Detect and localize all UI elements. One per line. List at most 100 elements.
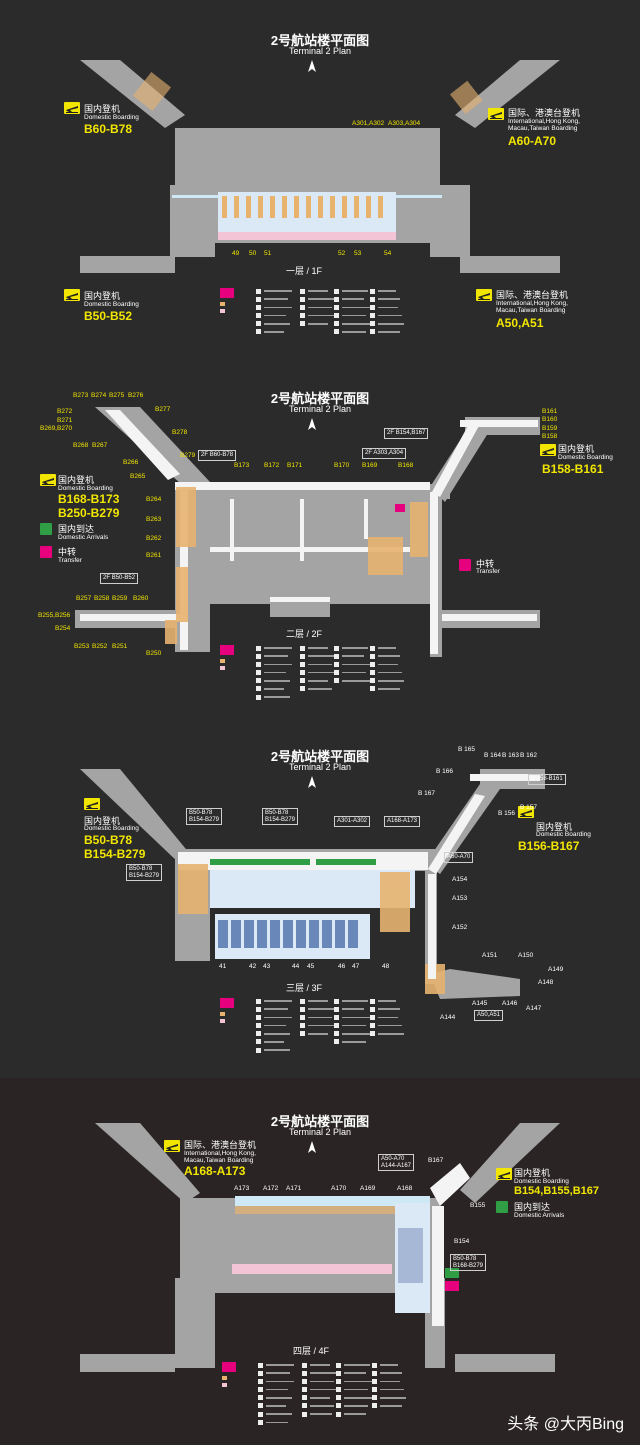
floor-3-map <box>80 769 545 999</box>
gate-label: 43 <box>263 963 271 970</box>
gate-label: 41 <box>219 963 227 970</box>
section-label-en: Domestic Boarding <box>58 485 113 492</box>
gate-label: A171 <box>286 1185 302 1192</box>
gate-label: B253 <box>74 643 90 650</box>
watermark: 头条 @大丙Bing <box>507 1416 624 1433</box>
page-subtitle: Terminal 2 Plan <box>288 404 352 414</box>
section-label: 国内到达 <box>58 524 95 534</box>
floor-2-panel: 2号航站楼平面图 Terminal 2 Plan B273 B274 B275 … <box>0 362 640 724</box>
gate-label: B160 <box>542 416 558 423</box>
gate-callout: A301-A302 <box>334 816 371 827</box>
gate-label: A151 <box>482 952 498 959</box>
map-legend <box>220 288 404 348</box>
gate-label: B158 <box>542 433 558 440</box>
gate-label: B173 <box>234 462 250 469</box>
section-label: 国际、港澳台登机 <box>184 1140 257 1150</box>
gate-label: B252 <box>92 643 108 650</box>
floor-2-map <box>75 407 540 657</box>
gate-callout: 2F B60-B78 <box>198 450 237 461</box>
gate-range: A168-A173 <box>184 1164 246 1178</box>
gate-callout: B 158-B161 <box>528 774 566 785</box>
gate-label: B254 <box>55 625 71 632</box>
gate-label: 47 <box>352 963 360 970</box>
floor-4-map <box>80 1123 560 1372</box>
gate-label: B264 <box>146 496 162 503</box>
gate-label: B 156 <box>498 810 515 817</box>
gate-label: B261 <box>146 552 162 559</box>
gate-label: B273 <box>73 392 89 399</box>
gate-label: B172 <box>264 462 280 469</box>
gate-label: B 167 <box>418 790 435 797</box>
transfer-icon <box>459 559 471 571</box>
gate-callout: B50-B78 B154-B279 <box>126 864 163 881</box>
gate-label: B159 <box>542 425 558 432</box>
floor-label: 三层 / 3F <box>285 983 322 993</box>
section-label: 国内登机 <box>84 104 121 114</box>
section-label-en: Domestic Arrivals <box>58 534 109 541</box>
arrivals-icon <box>40 523 52 535</box>
section-label: 国内登机 <box>514 1168 551 1178</box>
gate-range: B158-B161 <box>542 462 604 476</box>
gate-label: B 164 <box>484 752 501 759</box>
gate-label: 52 <box>338 250 346 257</box>
gate-label: A169 <box>360 1185 376 1192</box>
gate-label: A149 <box>548 966 564 973</box>
section-label-en: Domestic Boarding <box>514 1178 569 1185</box>
gate-label: A153 <box>452 895 468 902</box>
gate-label: A145 <box>472 1000 488 1007</box>
section-label: 国际、港澳台登机 <box>496 290 569 300</box>
gate-label: 50 <box>249 250 257 257</box>
gate-label: B168 <box>398 462 414 469</box>
gate-label: B262 <box>146 535 162 542</box>
gate-label: 45 <box>307 963 315 970</box>
gate-label: B265 <box>130 473 146 480</box>
gate-label: B 163 <box>502 752 519 759</box>
compass-icon <box>308 776 316 788</box>
gate-label: 42 <box>249 963 257 970</box>
gate-range: B50-B52 <box>84 309 133 323</box>
gate-label: A168 <box>397 1185 413 1192</box>
gate-range: A60-A70 <box>508 134 557 148</box>
gate-label: B268 <box>73 442 89 449</box>
section-label: 国内登机 <box>536 822 573 832</box>
gate-label: B 157 <box>520 804 537 811</box>
page-title: 2号航站楼平面图 <box>270 1114 370 1129</box>
departure-icon <box>540 444 556 456</box>
section-label-en: Domestic Arrivals <box>514 1212 565 1219</box>
section-label: 中转 <box>476 559 495 569</box>
gate-label: B154 <box>454 1238 470 1245</box>
map-legend <box>220 998 404 1058</box>
gate-label: 53 <box>354 250 362 257</box>
page-subtitle: Terminal 2 Plan <box>288 762 352 772</box>
gate-label: B167 <box>428 1157 444 1164</box>
section-label: 中转 <box>58 547 77 557</box>
page-title: 2号航站楼平面图 <box>270 391 370 406</box>
gate-label: B155 <box>470 1202 486 1209</box>
gate-label: B274 <box>91 392 107 399</box>
gate-callout: A168-A173 <box>384 816 421 827</box>
gate-label: A152 <box>452 924 468 931</box>
compass-icon <box>308 418 316 430</box>
gate-label: B266 <box>123 459 139 466</box>
gate-label: B277 <box>155 406 171 413</box>
section-label: 国内登机 <box>84 816 121 826</box>
departure-icon <box>518 806 534 818</box>
gate-callout: B50-B78 B168-B279 <box>450 1254 487 1271</box>
section-label-en: International,Hong Kong, <box>496 300 568 307</box>
gate-label: 54 <box>384 250 392 257</box>
section-label-en: Domestic Boarding <box>84 825 139 832</box>
gate-label: B263 <box>146 516 162 523</box>
departure-icon <box>488 108 504 120</box>
floor-1-panel: 2号航站楼平面图 Terminal 2 Plan 国内登机 Domestic B… <box>0 0 640 362</box>
gate-label: B 162 <box>520 752 537 759</box>
map-legend <box>222 1362 406 1432</box>
gate-callout: B50-B78 B154-B279 <box>262 808 299 825</box>
gate-label: 49 <box>232 250 240 257</box>
departure-icon <box>64 289 80 301</box>
gate-callout: 2F B50-B52 <box>100 573 139 584</box>
gate-label: B171 <box>287 462 303 469</box>
gate-label: B260 <box>133 595 149 602</box>
gate-label: A154 <box>452 876 468 883</box>
gate-label: B279 <box>180 452 196 459</box>
floor-label: 四层 / 4F <box>292 1346 329 1356</box>
